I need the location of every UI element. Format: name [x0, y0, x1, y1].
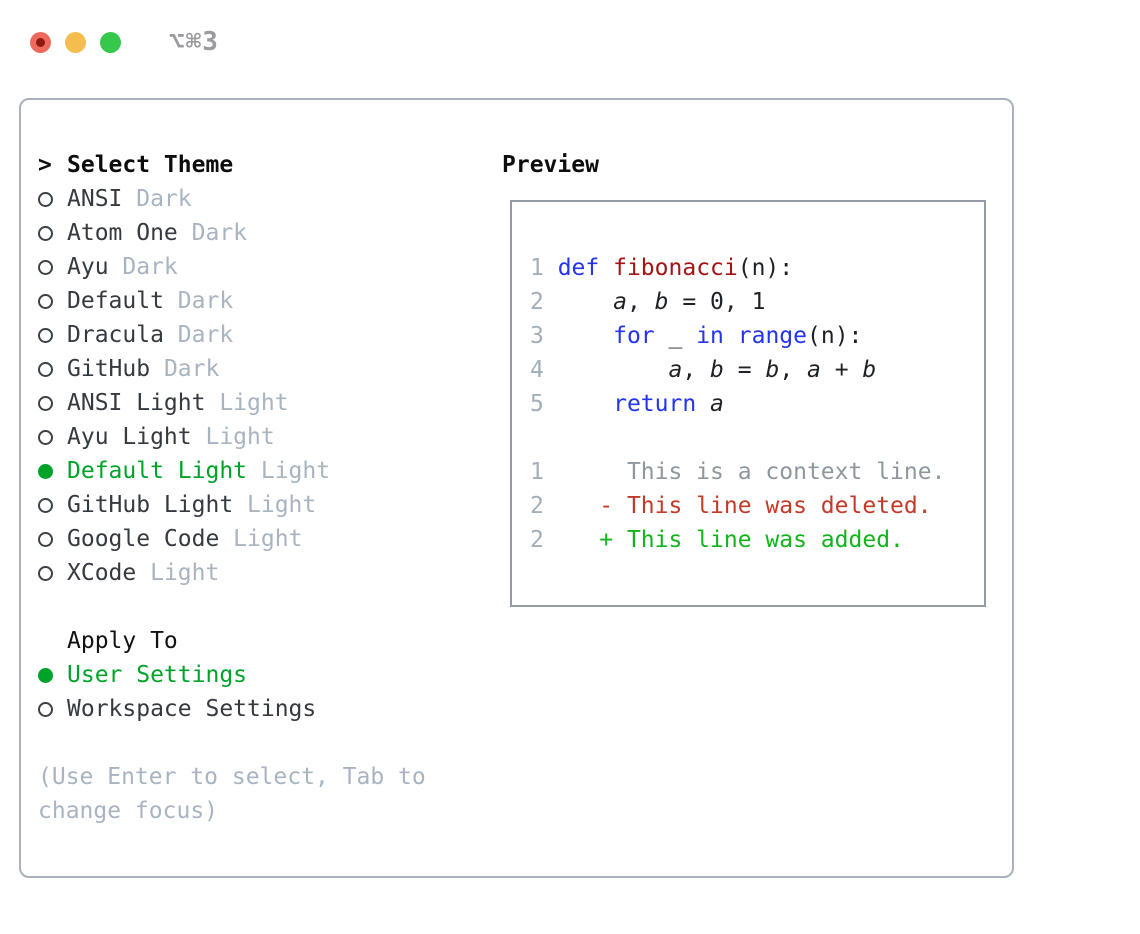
- theme-option-variant: Dark: [150, 356, 220, 382]
- theme-option[interactable]: Default Dark: [38, 284, 468, 318]
- radio-icon: [38, 565, 67, 581]
- diff-line: 1 This is a context line.: [530, 455, 984, 489]
- theme-picker-heading: > Select Theme: [38, 148, 468, 182]
- radio-icon: [38, 225, 67, 241]
- theme-option[interactable]: XCode Light: [38, 556, 468, 590]
- theme-option-label: GitHub: [67, 356, 151, 382]
- theme-option[interactable]: ANSI Dark: [38, 182, 468, 216]
- code-line: 5 return a: [530, 391, 724, 417]
- code-line: 3 for _ in range(n):: [530, 323, 863, 349]
- radio-icon: [38, 429, 67, 445]
- code-block: 1 def fibonacci(n): 2 a, b = 0, 1 3 for _ …: [530, 251, 984, 421]
- theme-option-variant: Light: [233, 492, 317, 518]
- line-number: 1: [530, 459, 544, 485]
- apply-option-label: Workspace Settings: [67, 696, 317, 722]
- theme-option-label: ANSI: [67, 186, 123, 212]
- line-number: 5: [530, 391, 558, 417]
- theme-option[interactable]: GitHub Dark: [38, 352, 468, 386]
- line-number: 4: [530, 357, 558, 383]
- focus-arrow-icon: >: [38, 152, 52, 178]
- apply-option-label: User Settings: [67, 662, 248, 688]
- theme-option-label: XCode: [67, 560, 137, 586]
- theme-option-variant: Dark: [177, 220, 248, 246]
- apply-to-heading-label: Apply To: [67, 628, 178, 654]
- theme-option[interactable]: Dracula Dark: [38, 318, 468, 352]
- apply-option[interactable]: Workspace Settings: [38, 692, 468, 726]
- radio-icon: [38, 667, 67, 683]
- radio-icon: [38, 497, 67, 513]
- theme-option[interactable]: Ayu Dark: [38, 250, 468, 284]
- theme-option-label: Dracula: [67, 322, 164, 348]
- window-title: ⌥⌘3: [169, 27, 219, 57]
- close-button[interactable]: [30, 31, 51, 53]
- line-number: 2: [530, 289, 558, 315]
- theme-option-variant: Light: [247, 458, 331, 484]
- theme-option[interactable]: Google Code Light: [38, 522, 468, 556]
- diff-text: This is a context line.: [543, 459, 946, 485]
- radio-icon: [38, 463, 67, 479]
- theme-option-variant: Dark: [163, 288, 234, 314]
- diff-text: - This line was deleted.: [543, 493, 932, 519]
- line-number: 2: [530, 527, 544, 553]
- line-number: 2: [530, 493, 544, 519]
- diff-text: + This line was added.: [543, 527, 904, 553]
- theme-option[interactable]: GitHub Light Light: [38, 488, 468, 522]
- preview-box: 1 def fibonacci(n): 2 a, b = 0, 1 3 for _ …: [510, 200, 986, 607]
- theme-option-label: Default: [67, 288, 164, 314]
- theme-option-label: ANSI Light: [67, 390, 206, 416]
- zoom-button[interactable]: [100, 31, 121, 53]
- code-line: 4 a, b = b, a + b: [530, 357, 877, 383]
- close-dot-icon: [36, 37, 45, 47]
- theme-picker-heading-label: Select Theme: [67, 152, 234, 178]
- theme-option[interactable]: Atom One Dark: [38, 216, 468, 250]
- theme-option-variant: Dark: [163, 322, 234, 348]
- radio-icon: [38, 293, 67, 309]
- preview-heading: Preview: [502, 152, 599, 178]
- apply-option[interactable]: User Settings: [38, 658, 468, 692]
- theme-option-variant: Light: [191, 424, 275, 450]
- theme-option[interactable]: Default Light Light: [38, 454, 468, 488]
- theme-option-variant: Dark: [108, 254, 178, 280]
- theme-option-label: Default Light: [67, 458, 248, 484]
- theme-option-variant: Light: [205, 390, 289, 416]
- line-number: 3: [530, 323, 558, 349]
- apply-to-heading: Apply To: [38, 624, 468, 658]
- radio-icon: [38, 395, 67, 411]
- theme-option-variant: Light: [136, 560, 220, 586]
- keyboard-hint: (Use Enter to select, Tab to change focu…: [38, 764, 426, 824]
- diff-line: 2 + This line was added.: [530, 523, 984, 557]
- code-line: 2 a, b = 0, 1: [530, 289, 766, 315]
- blank-line: [530, 421, 984, 455]
- theme-option-label: Ayu: [67, 254, 109, 280]
- preview-panel: Preview 1 def fibonacci(n): 2 a, b = 0, 1…: [502, 148, 986, 607]
- radio-icon: [38, 191, 67, 207]
- theme-option-label: Google Code: [67, 526, 220, 552]
- theme-option-label: Ayu Light: [67, 424, 192, 450]
- minimize-button[interactable]: [65, 31, 86, 53]
- radio-icon: [38, 531, 67, 547]
- theme-option-label: GitHub Light: [67, 492, 234, 518]
- theme-option-variant: Dark: [122, 186, 192, 212]
- radio-icon: [38, 259, 67, 275]
- code-line: 1 def fibonacci(n):: [530, 255, 794, 281]
- radio-icon: [38, 701, 67, 717]
- line-number: 1: [530, 255, 558, 281]
- radio-icon: [38, 361, 67, 377]
- diff-line: 2 - This line was deleted.: [530, 489, 984, 523]
- titlebar: ⌥⌘3: [30, 27, 219, 57]
- radio-icon: [38, 327, 67, 343]
- theme-option[interactable]: Ayu Light Light: [38, 420, 468, 454]
- theme-option[interactable]: ANSI Light Light: [38, 386, 468, 420]
- theme-option-variant: Light: [219, 526, 303, 552]
- diff-block: 1 This is a context line.2 - This line w…: [530, 455, 984, 557]
- theme-option-label: Atom One: [67, 220, 178, 246]
